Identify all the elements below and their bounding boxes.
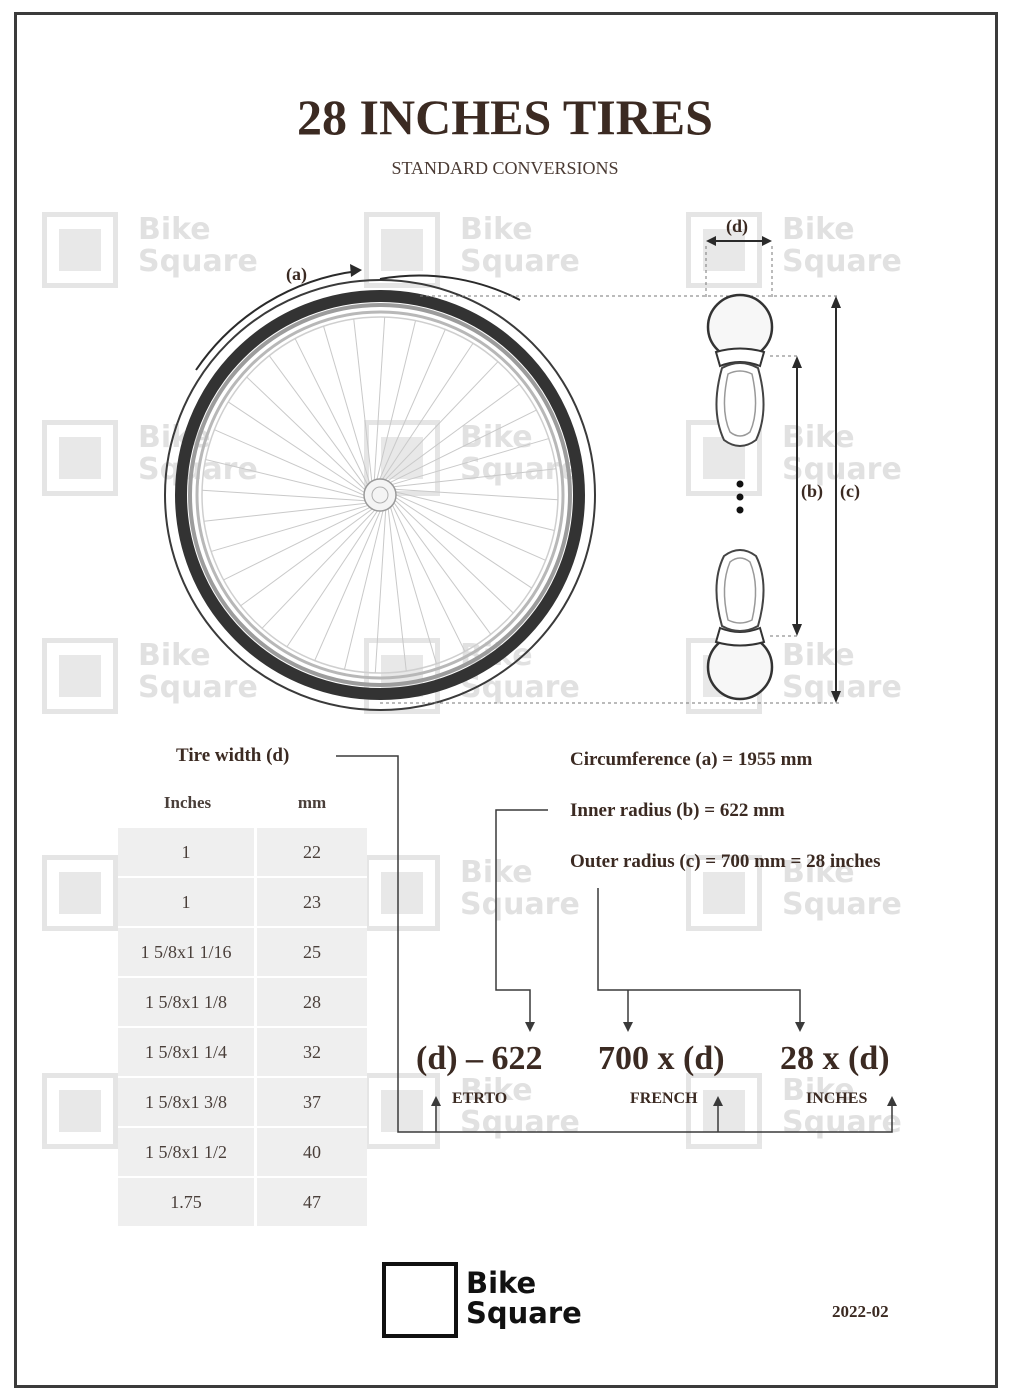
cell-mm: 40 xyxy=(257,1128,367,1178)
cell-inches: 1 5/8x1 1/2 xyxy=(118,1128,257,1178)
rim-outer xyxy=(188,303,572,687)
tire-cross-section xyxy=(706,293,774,701)
rim-inner xyxy=(195,310,565,680)
french-notation: 700 x (d) xyxy=(598,1040,725,1077)
label-d: (d) xyxy=(726,216,748,236)
wheel-drawing xyxy=(164,279,596,711)
circumference-arc xyxy=(195,270,359,371)
cell-inches: 1.75 xyxy=(118,1178,257,1228)
connector-arrowheads xyxy=(431,1022,897,1106)
cell-mm: 47 xyxy=(257,1178,367,1228)
cell-mm: 22 xyxy=(257,828,367,878)
logo-text-line1: Bike xyxy=(466,1266,537,1300)
etrto-notation: (d) – 622 xyxy=(416,1040,543,1077)
cell-inches: 1 5/8x1 3/8 xyxy=(118,1078,257,1128)
cell-inches: 1 5/8x1 1/4 xyxy=(118,1028,257,1078)
connector-lines xyxy=(336,755,893,1133)
cell-mm: 23 xyxy=(257,878,367,928)
inches-notation: 28 x (d) xyxy=(780,1040,890,1077)
cell-mm: 37 xyxy=(257,1078,367,1128)
cell-inches: 1 xyxy=(118,878,257,928)
rim-edge xyxy=(201,316,559,674)
circumference-text: Circumference (a) = 1955 mm xyxy=(570,749,813,770)
logo-text-line2: Square xyxy=(466,1296,582,1330)
page-title: 28 INCHES TIRES xyxy=(297,89,713,145)
column-header-mm: mm xyxy=(297,793,327,812)
cell-mm: 25 xyxy=(257,928,367,978)
label-c: (c) xyxy=(840,481,860,501)
tire-width-title: Tire width (d) xyxy=(176,745,290,766)
outer-radius-text: Outer radius (c) = 700 mm = 28 inches xyxy=(570,851,881,872)
circumference-arc-right xyxy=(379,274,521,301)
spokes xyxy=(202,317,558,673)
inches-label: INCHES xyxy=(806,1090,868,1107)
cell-mm: 32 xyxy=(257,1028,367,1078)
inner-radius-text: Inner radius (b) = 622 mm xyxy=(570,800,785,821)
cell-inches: 1 xyxy=(118,828,257,878)
page-subtitle: STANDARD CONVERSIONS xyxy=(391,158,619,178)
logo-qr-frame xyxy=(382,1262,458,1338)
outer-tire-edge xyxy=(164,279,596,711)
cell-inches: 1 5/8x1 1/16 xyxy=(118,928,257,978)
logo-text: Bike Square xyxy=(466,1268,582,1328)
circumference-arrowhead xyxy=(350,264,362,277)
cell-inches: 1 5/8x1 1/8 xyxy=(118,978,257,1028)
hub xyxy=(363,478,397,512)
date-label: 2022-02 xyxy=(832,1302,889,1321)
label-a: (a) xyxy=(286,264,307,284)
french-label: FRENCH xyxy=(630,1090,698,1107)
hub-inner xyxy=(371,486,389,504)
etrto-label: ETRTO xyxy=(452,1090,508,1107)
cell-mm: 28 xyxy=(257,978,367,1028)
column-header-inches: Inches xyxy=(163,793,212,812)
label-b: (b) xyxy=(801,481,823,501)
tire-tread xyxy=(175,290,585,700)
table-header-row: Inches mm xyxy=(118,778,367,828)
